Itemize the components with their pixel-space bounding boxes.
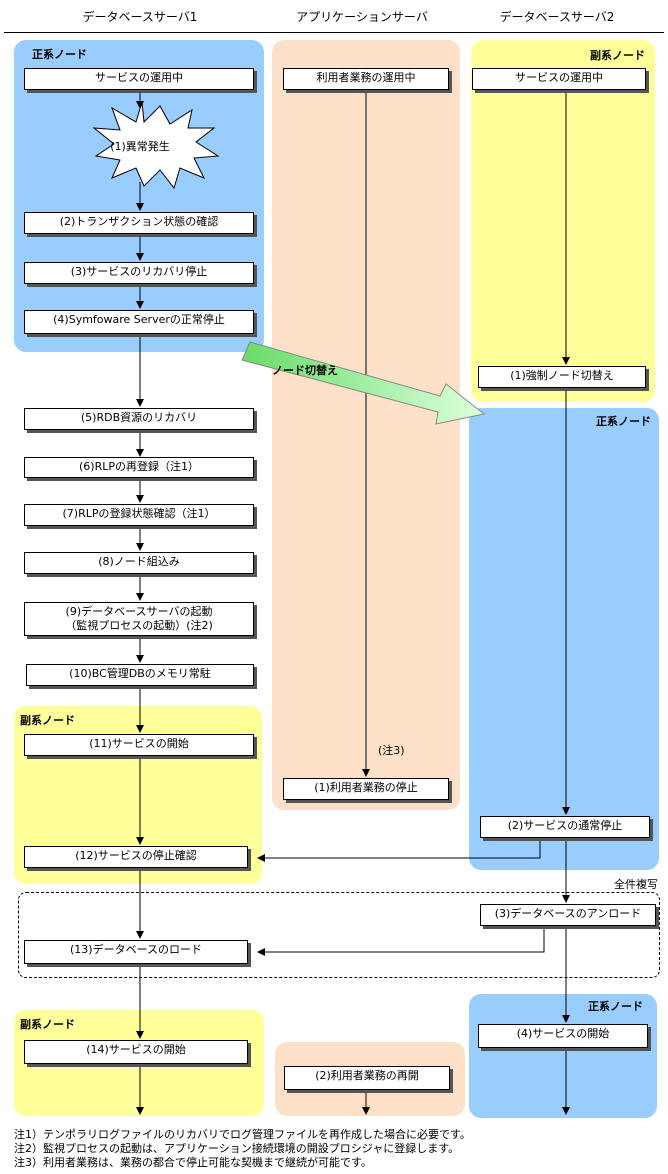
db1-db-server-start-line2: （監視プロセスの起動）(注2) xyxy=(65,619,213,632)
db1-primary-region xyxy=(14,40,264,352)
header-db-server-2: データベースサーバ2 xyxy=(499,10,615,24)
db2-primary-region xyxy=(469,408,659,870)
app-note-3: (注3) xyxy=(378,744,405,757)
header-db-server-1: データベースサーバ1 xyxy=(82,10,198,24)
app-user-business-resume: (2)利用者業務の再開 xyxy=(284,1066,450,1090)
db2-secondary-label: 副系ノード xyxy=(590,49,645,62)
node-switch-label: ノード切替え xyxy=(272,364,338,377)
db2-service-normal-stop: (2)サービスの通常停止 xyxy=(480,816,650,838)
footnote-2: 注2）監視プロセスの起動は、アプリケーション接続環境の開設プロシジャに登録します… xyxy=(14,1142,460,1155)
db1-secondary-label-1: 副系ノード xyxy=(20,714,75,727)
header-divider xyxy=(4,32,664,33)
db2-forced-node-switch: (1)強制ノード切替え xyxy=(478,366,646,388)
footnote-1: 注1）テンポラリログファイルのリカバリでログ管理ファイルを再作成した場合に必要で… xyxy=(14,1128,471,1141)
db1-error-occurrence: (1)異常発生 xyxy=(110,140,170,153)
db2-service-start: (4)サービスの開始 xyxy=(478,1024,648,1048)
db2-secondary-region xyxy=(471,40,655,402)
db1-primary-label: 正系ノード xyxy=(32,48,87,61)
db1-transaction-check: (2)トランザクション状態の確認 xyxy=(24,212,254,234)
db1-db-server-start: (9)データベースサーバの起動 （監視プロセスの起動）(注2) xyxy=(24,602,254,636)
error-explosion-shape xyxy=(92,101,220,190)
db1-service-start-11: (11)サービスの開始 xyxy=(24,734,254,756)
db2-service-running: サービスの運用中 xyxy=(472,68,646,90)
db1-symfoware-normal-stop: (4)Symfoware Serverの正常停止 xyxy=(24,310,254,334)
db1-service-start-14: (14)サービスの開始 xyxy=(24,1040,248,1064)
db1-database-load: (13)データベースのロード xyxy=(24,940,248,964)
db2-primary-label-bottom: 正系ノード xyxy=(588,1000,643,1013)
db1-rdb-recovery: (5)RDB資源のリカバリ xyxy=(24,408,254,430)
app-user-business-running: 利用者業務の運用中 xyxy=(283,68,449,90)
full-copy-frame xyxy=(18,892,660,978)
db1-service-running: サービスの運用中 xyxy=(24,68,254,90)
db2-database-unload: (3)データベースのアンロード xyxy=(480,904,656,926)
full-copy-label: 全件複写 xyxy=(614,878,658,891)
db1-secondary-label-2: 副系ノード xyxy=(20,1018,75,1031)
db2-primary-region-bottom xyxy=(469,994,657,1118)
node-switch-arrow-shape xyxy=(241,341,486,425)
header-app-server: アプリケーションサーバ xyxy=(296,10,428,24)
db1-service-stop-confirm: (12)サービスの停止確認 xyxy=(24,846,248,868)
footnote-3: 注3）利用者業務は、業務の都合で停止可能な契機まで継続が可能です。 xyxy=(14,1156,372,1169)
db1-rlp-reregister: (6)RLPの再登録（注1） xyxy=(24,457,254,478)
db1-node-incorporate: (8)ノード組込み xyxy=(24,552,254,574)
db1-bc-db-memory-resident: (10)BC管理DBのメモリ常駐 xyxy=(26,664,254,686)
db1-rlp-status-check: (7)RLPの登録状態確認（注1） xyxy=(24,504,254,526)
db1-service-recovery-stop: (3)サービスのリカバリ停止 xyxy=(24,262,254,284)
footnotes: 注1）テンポラリログファイルのリカバリでログ管理ファイルを再作成した場合に必要で… xyxy=(14,1128,471,1170)
db1-db-server-start-line1: (9)データベースサーバの起動 xyxy=(65,605,213,618)
app-user-business-stop: (1)利用者業務の停止 xyxy=(283,778,449,800)
db2-primary-label: 正系ノード xyxy=(596,415,651,428)
